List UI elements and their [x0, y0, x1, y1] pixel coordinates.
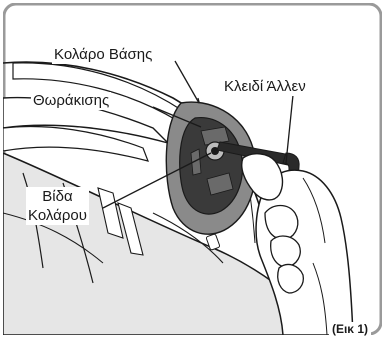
callout-collar-screw-line2: Κολάρου [28, 206, 87, 225]
figure-label: (Εικ 1) [329, 322, 371, 336]
callout-collar-screw: Βίδα Κολάρου [26, 187, 89, 225]
callout-collar-screw-line1: Βίδα [28, 187, 87, 206]
callout-allen-key: Κλειδί Άλλεν [222, 78, 308, 96]
callout-collar-base: Κολάρο Βάσης [52, 46, 154, 64]
callout-shell: Θωράκισης [31, 92, 111, 110]
